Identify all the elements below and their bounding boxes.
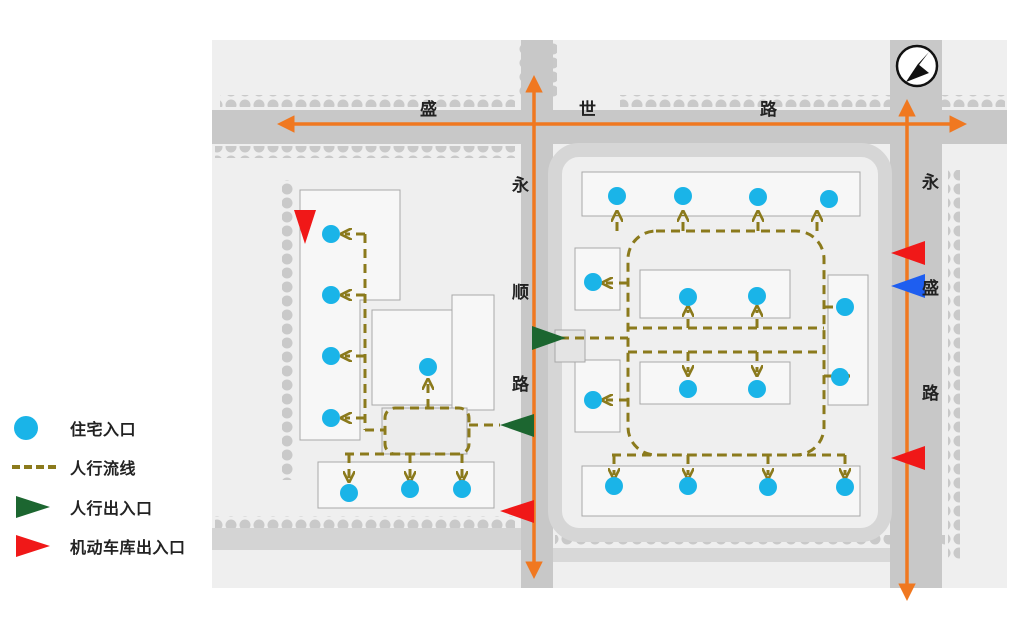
legend: 住宅入口 人行流线 人行出入口 机动车库出入口 (12, 408, 186, 566)
legend-item-residential-entrance: 住宅入口 (12, 408, 186, 448)
pedestrian-gate-marker (500, 414, 534, 437)
middle-road-char-2: 顺 (512, 283, 529, 303)
legend-item-pedestrian-flow: 人行流线 (12, 448, 186, 488)
north-road-char-2: 世 (579, 100, 596, 120)
pedestrian-flow-lines (345, 215, 845, 478)
residential-entrance-dot (679, 288, 697, 306)
residential-entrance-dot (322, 286, 340, 304)
residential-entrance-dot (608, 187, 626, 205)
dashed-line-icon (12, 465, 56, 470)
residential-entrance-dot (820, 190, 838, 208)
residential-entrance-dot (759, 478, 777, 496)
vehicle-gate-marker (891, 241, 925, 265)
residential-entrance-dot (748, 287, 766, 305)
residential-entrances (322, 187, 854, 502)
residential-entrance-dot (322, 409, 340, 427)
residential-entrance-dot (831, 368, 849, 386)
residential-entrance-dot (679, 380, 697, 398)
legend-label: 人行流线 (70, 459, 137, 479)
blue-gate-marker (891, 274, 925, 298)
middle-road-char-1: 永 (511, 175, 529, 196)
residential-entrance-dot (679, 477, 697, 495)
residential-entrance-dot (322, 347, 340, 365)
residential-entrance-dot (749, 188, 767, 206)
red-triangle-icon (16, 535, 50, 558)
east-road-char-2: 盛 (922, 278, 939, 299)
residential-entrance-dot (836, 478, 854, 496)
residential-entrance-dot (584, 273, 602, 291)
legend-item-vehicle-gate: 机动车库出入口 (12, 527, 186, 567)
legend-item-pedestrian-gate: 人行出入口 (12, 487, 186, 527)
pedestrian-gate-marker (532, 326, 566, 350)
middle-road-char-3: 路 (512, 374, 530, 395)
east-road-char-1: 永 (921, 172, 939, 193)
vehicle-gates (294, 210, 925, 523)
legend-label: 住宅入口 (70, 419, 137, 439)
buildings-east (554, 171, 869, 517)
blue-dot-icon (14, 415, 38, 440)
east-road-char-3: 路 (922, 383, 940, 404)
residential-entrance-dot (453, 480, 471, 498)
residential-entrance-dot (836, 298, 854, 316)
compass-north-icon (895, 44, 939, 88)
vehicle-gate-marker (294, 210, 316, 244)
residential-entrance-dot (605, 477, 623, 495)
vehicle-gate-marker (500, 500, 534, 523)
vehicle-gate-marker (891, 446, 925, 470)
north-road-char-3: 路 (760, 99, 778, 120)
legend-label: 机动车库出入口 (70, 538, 186, 558)
residential-entrance-dot (748, 380, 766, 398)
north-road-char-1: 盛 (420, 99, 437, 120)
residential-entrance-dot (584, 391, 602, 409)
residential-entrance-dot (322, 225, 340, 243)
legend-label: 人行出入口 (70, 498, 153, 518)
residential-entrance-dot (674, 187, 692, 205)
residential-entrance-dot (340, 484, 358, 502)
green-triangle-icon (16, 495, 50, 518)
pedestrian-gates (500, 326, 566, 437)
residential-entrance-dot (419, 358, 437, 376)
residential-entrance-dot (401, 480, 419, 498)
